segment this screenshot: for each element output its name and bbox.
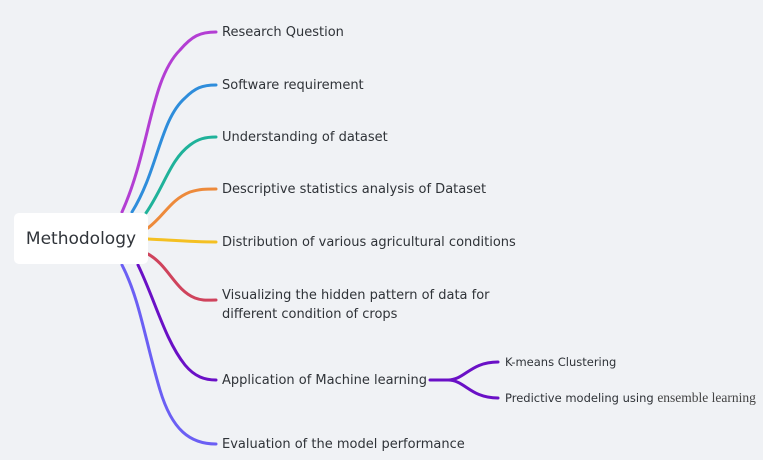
connector-descriptive-statistics bbox=[146, 187, 218, 230]
connector-understanding-dataset bbox=[144, 135, 218, 215]
node-distribution[interactable]: Distribution of various agricultural con… bbox=[222, 235, 516, 250]
connector-application-ml bbox=[136, 263, 218, 382]
connector-evaluation bbox=[120, 263, 218, 446]
connector-visualizing bbox=[146, 252, 218, 302]
connector-kmeans bbox=[428, 360, 500, 382]
node-understanding-dataset[interactable]: Understanding of dataset bbox=[222, 130, 388, 145]
node-visualizing-line2: different condition of crops bbox=[222, 307, 398, 322]
node-application-ml[interactable]: Application of Machine learning bbox=[222, 373, 428, 388]
node-visualizing[interactable]: Visualizing the hidden pattern of data f… bbox=[222, 286, 490, 324]
node-predictive-modeling-label: Predictive modeling using bbox=[505, 391, 654, 405]
node-descriptive-statistics[interactable]: Descriptive statistics analysis of Datas… bbox=[222, 182, 487, 197]
node-kmeans-clustering[interactable]: K-means Clustering bbox=[505, 355, 617, 369]
node-visualizing-line1: Visualizing the hidden pattern of data f… bbox=[222, 288, 490, 303]
connector-predictive bbox=[446, 378, 500, 400]
node-predictive-modeling[interactable]: Predictive modeling using ensemble learn… bbox=[505, 390, 756, 406]
connector-software-requirement bbox=[130, 83, 218, 214]
root-node-methodology[interactable]: Methodology bbox=[14, 213, 148, 264]
connector-research-question bbox=[120, 30, 218, 214]
node-research-question[interactable]: Research Question bbox=[222, 25, 344, 40]
node-evaluation[interactable]: Evaluation of the model performance bbox=[222, 437, 465, 452]
node-predictive-modeling-suffix: ensemble learning bbox=[657, 390, 756, 405]
connector-distribution bbox=[146, 237, 218, 244]
node-software-requirement[interactable]: Software requirement bbox=[222, 78, 364, 93]
